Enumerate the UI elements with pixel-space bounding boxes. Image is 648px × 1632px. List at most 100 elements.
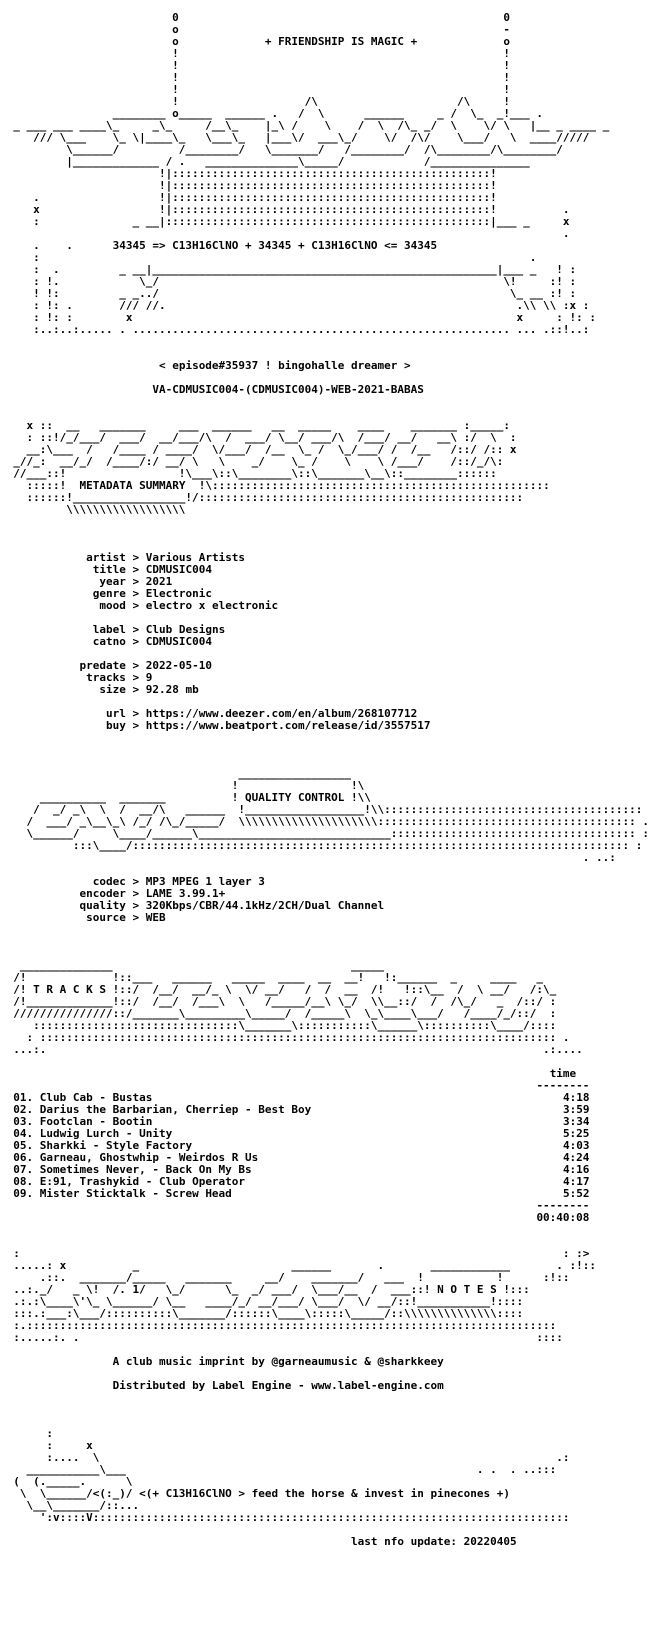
notes-section: : : :> .....: x _ ______ . ____________ …: [0, 1248, 648, 1392]
metadata-key: artist: [86, 551, 126, 564]
track-number: 02.: [13, 1103, 34, 1116]
track-row: 02. Darius the Barbarian, Cherriep - Bes…: [0, 1104, 648, 1116]
quality-separator: >: [125, 911, 146, 924]
metadata-key: predate: [79, 659, 126, 672]
metadata-key: mood: [99, 599, 126, 612]
metadata-art-bottom: !\::::::::::::::::::::::::::::::::::::::…: [26, 479, 550, 516]
track-row: 03. Footclan - Bootin 3:34: [0, 1116, 648, 1128]
time-column-label: time: [549, 1067, 577, 1080]
footer-art-bottom: \__\_______/::... ':v::::V::::::::::::::…: [26, 1499, 570, 1524]
metadata-separator: >: [125, 659, 146, 672]
metadata-separator: >: [125, 575, 146, 588]
footer-art-top: : : x :.... \ .: ___________\___ . . . .…: [13, 1427, 570, 1500]
metadata-separator: >: [125, 623, 146, 636]
release-name-line: VA-CDMUSIC004-(CDMUSIC004)-WEB-2021-BABA…: [0, 384, 648, 396]
metadata-separator: >: [125, 563, 146, 576]
time-rule: --------: [536, 1079, 590, 1092]
time-rule-line: --------: [0, 1080, 648, 1092]
quality-row: quality > 320Kbps/CBR/44.1kHz/2CH/Dual C…: [0, 900, 648, 912]
metadata-row: title > CDMUSIC004: [0, 564, 648, 576]
header-art: 0 0 o - o + FRIENDSHIP IS MAGIC +: [13, 11, 610, 336]
track-row: 08. E:91, Trashykid - Club Operator 4:17: [0, 1176, 648, 1188]
track-row: 05. Sharkki - Style Factory 4:03: [0, 1140, 648, 1152]
episode-line: < episode#35937 ! bingohalle dreamer >: [0, 360, 648, 372]
track-number: 09.: [13, 1187, 34, 1200]
track-number: 07.: [13, 1163, 34, 1176]
nfo-document: 0 0 o - o + FRIENDSHIP IS MAGIC +: [0, 11, 648, 1548]
track-title: Garneau, Ghostwhip - Weirdos R Us: [39, 1151, 259, 1164]
tracks-section: ______________ _____ /! !::___ ______ __…: [0, 960, 648, 1224]
metadata-value: 2022-05-10: [145, 659, 212, 672]
track-number: 01.: [13, 1091, 34, 1104]
track-number: 04.: [13, 1127, 34, 1140]
metadata-row: catno > CDMUSIC004: [0, 636, 648, 648]
metadata-row: url > https://www.deezer.com/en/album/26…: [0, 708, 648, 720]
quality-row-indent: [0, 911, 86, 924]
track-time: 4:17: [562, 1175, 590, 1188]
quality-key: encoder: [79, 887, 126, 900]
track-number: 03.: [13, 1115, 34, 1128]
track-number: 08.: [13, 1175, 34, 1188]
total-time: 00:40:08: [536, 1211, 590, 1224]
metadata-separator: >: [125, 719, 146, 732]
quality-separator: >: [125, 875, 146, 888]
notes-banner: : : :> .....: x _ ______ . ____________ …: [13, 1247, 597, 1344]
track-title: Darius the Barbarian, Cherriep - Best Bo…: [39, 1103, 312, 1116]
track-row: 04. Ludwig Lurch - Unity 5:25: [0, 1128, 648, 1140]
total-rule-line: --------: [0, 1200, 648, 1212]
track-row: 09. Mister Sticktalk - Screw Head 5:52: [0, 1188, 648, 1200]
metadata-separator: >: [125, 635, 146, 648]
metadata-value: Electronic: [145, 587, 212, 600]
metadata-row-indent: [0, 599, 99, 612]
track-time: 3:59: [562, 1103, 590, 1116]
metadata-value: 9: [145, 671, 153, 684]
metadata-row: size > 92.28 mb: [0, 684, 648, 696]
quality-section: _________________ ! !\ __________ ______…: [0, 768, 648, 924]
metadata-row: buy > https://www.beatport.com/release/i…: [0, 720, 648, 732]
track-row: 07. Sometimes Never, - Back On My Bs 4:1…: [0, 1164, 648, 1176]
metadata-row: predate > 2022-05-10: [0, 660, 648, 672]
metadata-value: CDMUSIC004: [145, 563, 212, 576]
release-name: VA-CDMUSIC004-(CDMUSIC004)-WEB-2021-BABA…: [152, 383, 424, 396]
metadata-value: 2021: [145, 575, 173, 588]
tracks-banner: ______________ _____ /! !::___ ______ __…: [13, 959, 583, 1056]
quality-row: encoder > LAME 3.99.1+: [0, 888, 648, 900]
quality-key: codec: [92, 875, 126, 888]
quality-list: codec > MP3 MPEG 1 layer 3 encoder > LAM…: [0, 876, 648, 924]
metadata-value: Various Artists: [145, 551, 246, 564]
track-title: Mister Sticktalk - Screw Head: [39, 1187, 232, 1200]
metadata-row-indent: [0, 635, 93, 648]
episode-text: < episode#35937 ! bingohalle dreamer >: [158, 359, 411, 372]
track-title: Sharkki - Style Factory: [39, 1139, 193, 1152]
quality-row: codec > MP3 MPEG 1 layer 3: [0, 876, 648, 888]
metadata-separator: >: [125, 707, 146, 720]
track-time: 4:03: [562, 1139, 590, 1152]
track-title: Club Cab - Bustas: [39, 1091, 153, 1104]
metadata-section: x :: __ _______ ___ ______ __ _____ ____…: [0, 420, 648, 732]
metadata-row: year > 2021: [0, 576, 648, 588]
metadata-key: tracks: [86, 671, 126, 684]
track-list: 01. Club Cab - Bustas 4:18 02. Darius th…: [0, 1092, 648, 1200]
quality-banner: _________________ ! !\ __________ ______…: [26, 767, 648, 864]
total-rule: --------: [536, 1199, 590, 1212]
quality-key: quality: [79, 899, 126, 912]
footer-section: : : x :.... \ .: ___________\___ . . . .…: [0, 1428, 648, 1548]
track-title: E:91, Trashykid - Club Operator: [39, 1175, 246, 1188]
metadata-value: https://www.deezer.com/en/album/26810771…: [145, 707, 418, 720]
quality-separator: >: [125, 899, 146, 912]
metadata-section-title: METADATA SUMMARY: [79, 479, 186, 492]
distribution-text: Distributed by Label Engine - www.label-…: [112, 1379, 444, 1392]
metadata-banner: x :: __ _______ ___ ______ __ _____ ____…: [0, 420, 648, 516]
last-update-line: last nfo update: 20220405: [0, 1536, 648, 1548]
track-time: 5:52: [562, 1187, 590, 1200]
metadata-key: catno: [92, 635, 126, 648]
track-row: 01. Club Cab - Bustas 4:18: [0, 1092, 648, 1104]
metadata-separator: >: [125, 587, 146, 600]
metadata-value: CDMUSIC004: [145, 635, 212, 648]
metadata-value: Club Designs: [145, 623, 226, 636]
metadata-row: mood > electro x electronic: [0, 600, 648, 612]
metadata-art-top: x :: __ _______ ___ ______ __ _____ ____…: [13, 419, 517, 492]
metadata-value: https://www.beatport.com/release/id/3557…: [145, 719, 431, 732]
metadata-row: tracks > 9: [0, 672, 648, 684]
notes-line-2: Distributed by Label Engine - www.label-…: [0, 1380, 648, 1392]
